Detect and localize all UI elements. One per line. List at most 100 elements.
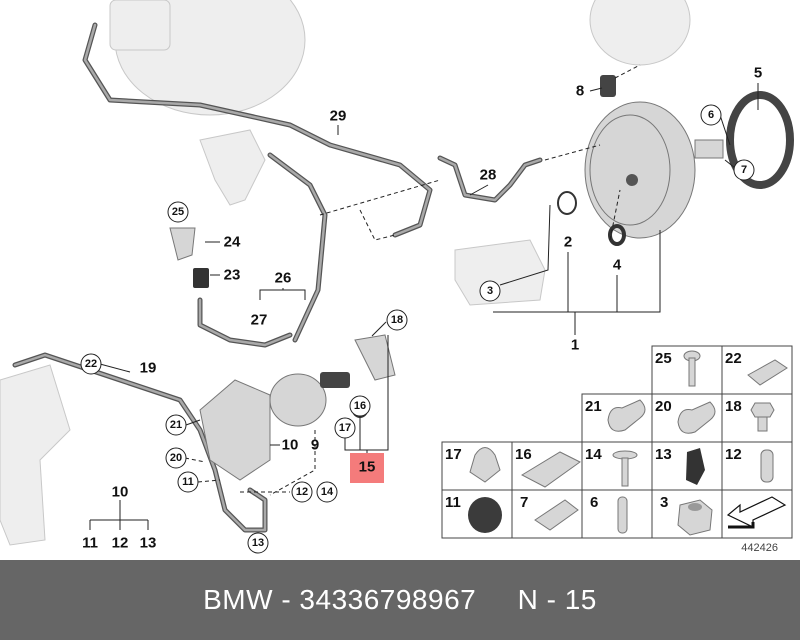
label-12-circled[interactable]: 12	[296, 486, 308, 498]
label-23[interactable]: 23	[224, 267, 241, 284]
label-20[interactable]: 20	[170, 452, 182, 464]
diagram-position: N - 15	[517, 584, 597, 615]
grid-label-14[interactable]: 14	[585, 446, 602, 463]
highlight-15	[350, 453, 384, 483]
ghost-air-filter	[0, 364, 71, 546]
hex-nut-icon	[677, 499, 713, 536]
grid-label-16[interactable]: 16	[515, 446, 532, 463]
footer-bar: BMW - 34336798967 N - 15	[0, 560, 800, 640]
grid-label-21[interactable]: 21	[585, 398, 602, 415]
label-29[interactable]: 29	[330, 108, 347, 125]
grid-cell-13: 13	[655, 446, 705, 485]
grid-cell-11: 11	[445, 494, 502, 533]
part-number: BMW - 34336798967	[203, 584, 477, 615]
gasket-ring	[726, 91, 794, 189]
label-24[interactable]: 24	[224, 234, 241, 251]
label-11-circled[interactable]: 11	[182, 476, 194, 488]
bracket-24	[169, 227, 209, 288]
grid-label-12[interactable]: 12	[725, 446, 742, 463]
vacuum-hose-28	[437, 155, 543, 203]
label-6[interactable]: 6	[708, 109, 714, 121]
grid-label-17[interactable]: 17	[445, 446, 462, 463]
grid-cell-16: 16	[515, 446, 581, 488]
grid-cell-21: 21	[585, 398, 646, 432]
label-28[interactable]: 28	[480, 167, 497, 184]
grid-cell-3: 3	[660, 494, 713, 536]
double-clip-icon	[607, 399, 646, 432]
label-7[interactable]: 7	[741, 164, 747, 176]
rubber-mount-icon	[468, 497, 502, 533]
black-clip-icon	[686, 448, 705, 485]
footer-spacer	[476, 584, 517, 616]
holder-icon	[520, 451, 581, 488]
label-5[interactable]: 5	[754, 65, 762, 82]
arrow-icon	[726, 496, 787, 529]
label-22[interactable]: 22	[85, 358, 97, 370]
grid-cell-18: 18	[725, 398, 775, 432]
label-19[interactable]: 19	[140, 360, 157, 377]
grid-label-3[interactable]: 3	[660, 494, 668, 511]
clamp-icon	[469, 447, 501, 483]
label-4[interactable]: 4	[613, 257, 622, 274]
label-17[interactable]: 17	[339, 422, 351, 434]
label-1[interactable]: 1	[571, 337, 579, 354]
label-13-circled[interactable]: 13	[252, 537, 264, 549]
label-14[interactable]: 14	[321, 486, 334, 498]
label-10-group[interactable]: 10	[112, 484, 129, 501]
label-11[interactable]: 11	[82, 535, 98, 552]
label-10[interactable]: 10	[282, 437, 299, 454]
grid-label-13[interactable]: 13	[655, 446, 672, 463]
grid-label-20[interactable]: 20	[655, 398, 672, 415]
label-9[interactable]: 9	[311, 437, 319, 454]
brake-booster	[584, 101, 724, 239]
label-12[interactable]: 12	[112, 535, 129, 552]
leader-lines	[89, 64, 759, 530]
grid-label-11[interactable]: 11	[445, 494, 461, 511]
label-3[interactable]: 3	[487, 285, 493, 297]
label-2[interactable]: 2	[564, 234, 572, 251]
circled-labels: 6 7 3 25 18 22 21 16 17 20 11 12 14 13	[80, 104, 755, 554]
ghost-brake-booster-top-right	[589, 0, 691, 66]
o-ring	[557, 191, 626, 246]
vacuum-pump	[199, 334, 396, 481]
label-21[interactable]: 21	[170, 419, 182, 431]
pin-icon	[617, 496, 628, 534]
sleeve-icon	[760, 449, 774, 483]
grid-cell-14: 14	[585, 446, 638, 487]
ghost-master-cylinder	[454, 239, 546, 306]
grid-label-22[interactable]: 22	[725, 350, 742, 367]
label-26[interactable]: 26	[275, 270, 292, 287]
parts-grid-cells: 25 22 21 20 18 17 16 14 13 12 11 7 6 3	[445, 350, 788, 536]
parts-grid	[441, 345, 793, 539]
label-13[interactable]: 13	[140, 535, 157, 552]
double-clip-icon	[677, 401, 716, 434]
grid-label-6[interactable]: 6	[590, 494, 598, 511]
grid-cell-12: 12	[725, 446, 774, 483]
drawing-number: 442426	[741, 542, 778, 554]
hex-bolt-icon	[750, 402, 775, 432]
grid-cell-22: 22	[725, 350, 788, 386]
bolt-icon	[683, 350, 701, 387]
label-27[interactable]: 27	[251, 312, 268, 329]
grid-label-25[interactable]: 25	[655, 350, 672, 367]
ghost-brake-booster-top-left	[109, 0, 306, 116]
vacuum-sensor	[600, 75, 616, 97]
grid-cell-17: 17	[445, 446, 501, 483]
clip-icon	[747, 359, 788, 386]
ghost-pump-bracket	[199, 129, 266, 206]
grid-cell-25: 25	[655, 350, 701, 387]
label-25[interactable]: 25	[172, 206, 184, 218]
grid-label-18[interactable]: 18	[725, 398, 742, 415]
grid-cell-7: 7	[520, 494, 579, 531]
hose-27	[197, 297, 293, 348]
grid-cell-6: 6	[590, 494, 628, 534]
parts-diagram: 29 28 8 5 2 4 1 24 23 26 27 19 15 10 9 1…	[0, 0, 794, 554]
grid-label-7[interactable]: 7	[520, 494, 528, 511]
label-15[interactable]: 15	[359, 459, 376, 476]
label-18[interactable]: 18	[391, 314, 403, 326]
callout-labels: 29 28 8 5 2 4 1 24 23 26 27 19 15 10 9 1…	[82, 65, 762, 552]
spring-clip-icon	[534, 499, 579, 531]
vacuum-hose-29	[82, 22, 433, 343]
label-8[interactable]: 8	[576, 83, 584, 100]
label-16[interactable]: 16	[354, 400, 366, 412]
